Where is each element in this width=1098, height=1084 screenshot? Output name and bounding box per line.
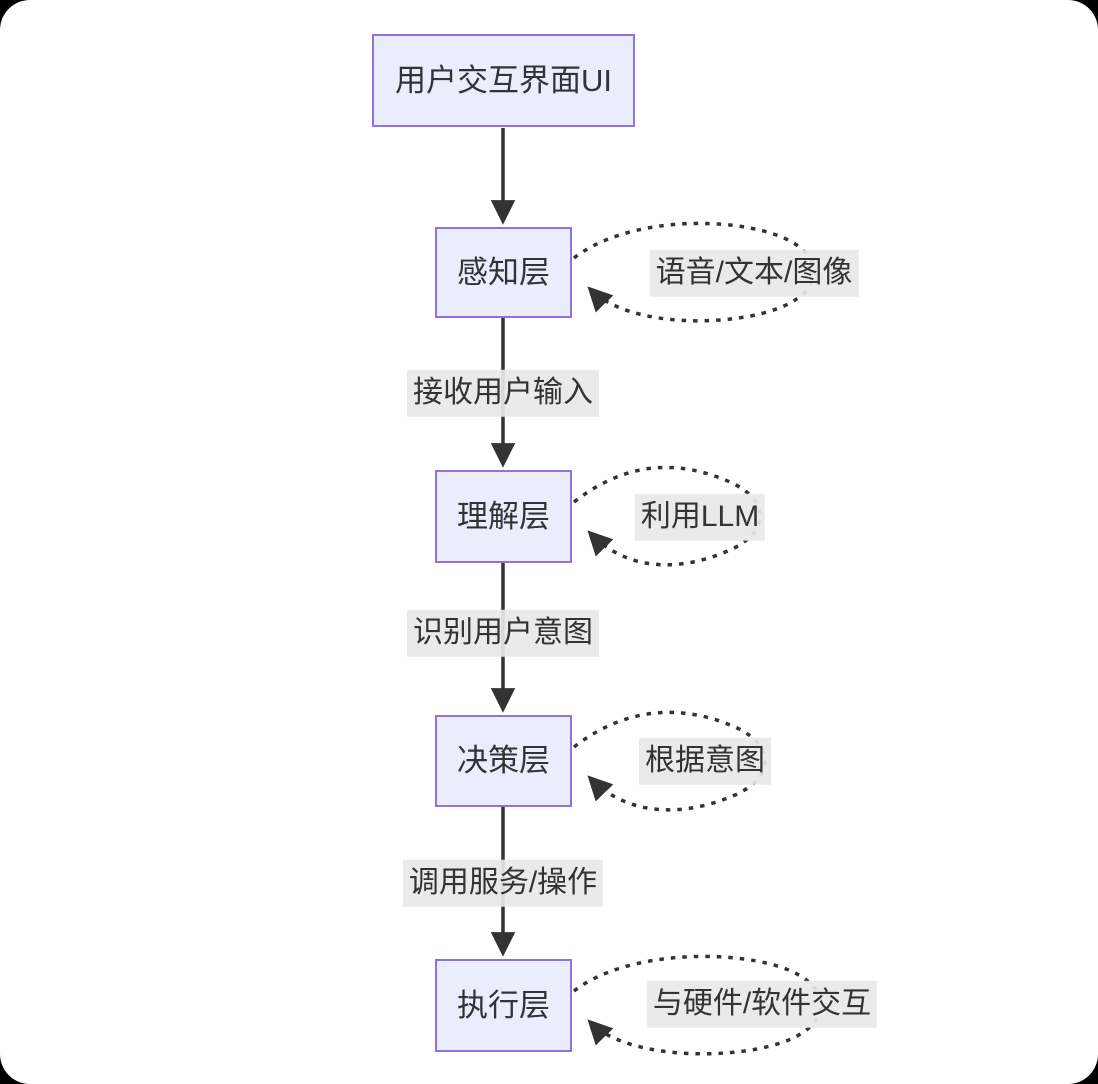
loop-label-hardware-software-interaction: 与硬件/软件交互 [646,980,878,1028]
node-ui: 用户交互界面UI [372,34,635,127]
loop-label-voice-text-image: 语音/文本/图像 [649,249,859,297]
loop-label-according-to-intent: 根据意图 [639,737,771,785]
node-perception-layer: 感知层 [435,227,572,318]
self-loop-decision [572,710,767,812]
node-execution-layer: 执行层 [435,959,572,1052]
edge-label-identify-user-intent: 识别用户意图 [407,609,599,657]
edge-label-call-service-operation: 调用服务/操作 [402,859,604,907]
node-understanding-layer: 理解层 [435,470,572,563]
edge-label-receive-user-input: 接收用户输入 [407,369,599,417]
loop-label-use-llm: 利用LLM [634,493,766,541]
node-decision-layer: 决策层 [435,715,572,807]
